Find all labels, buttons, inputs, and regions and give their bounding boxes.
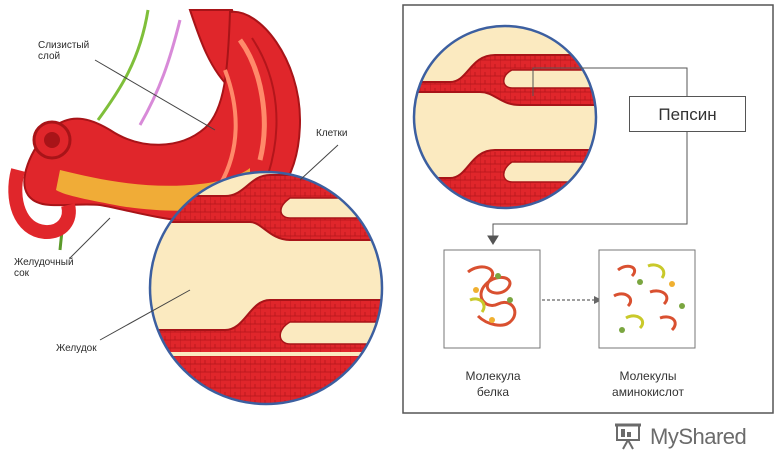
watermark-brand: MyShared (650, 424, 746, 450)
label-amino-acid-molecules: Молекулы аминокислот (588, 368, 708, 400)
label-protein-molecule: Молекула белка (438, 368, 548, 400)
pepsin-label-box: Пепсин (629, 96, 746, 132)
label-gastric-juice: Желудочный сок (14, 257, 74, 279)
myshared-watermark: MyShared (612, 420, 782, 456)
reaction-arrow (542, 296, 602, 304)
amino-acids-box (599, 250, 695, 348)
magnified-mucosa-right (414, 26, 600, 210)
magnified-mucosa-left (150, 172, 390, 404)
label-mucosa: Слизистый слой (38, 40, 108, 62)
presentation-icon (614, 422, 644, 452)
protein-molecule-box (444, 250, 540, 348)
label-stomach-lumen: Желудок (56, 343, 116, 354)
label-cells: Клетки (316, 128, 376, 139)
